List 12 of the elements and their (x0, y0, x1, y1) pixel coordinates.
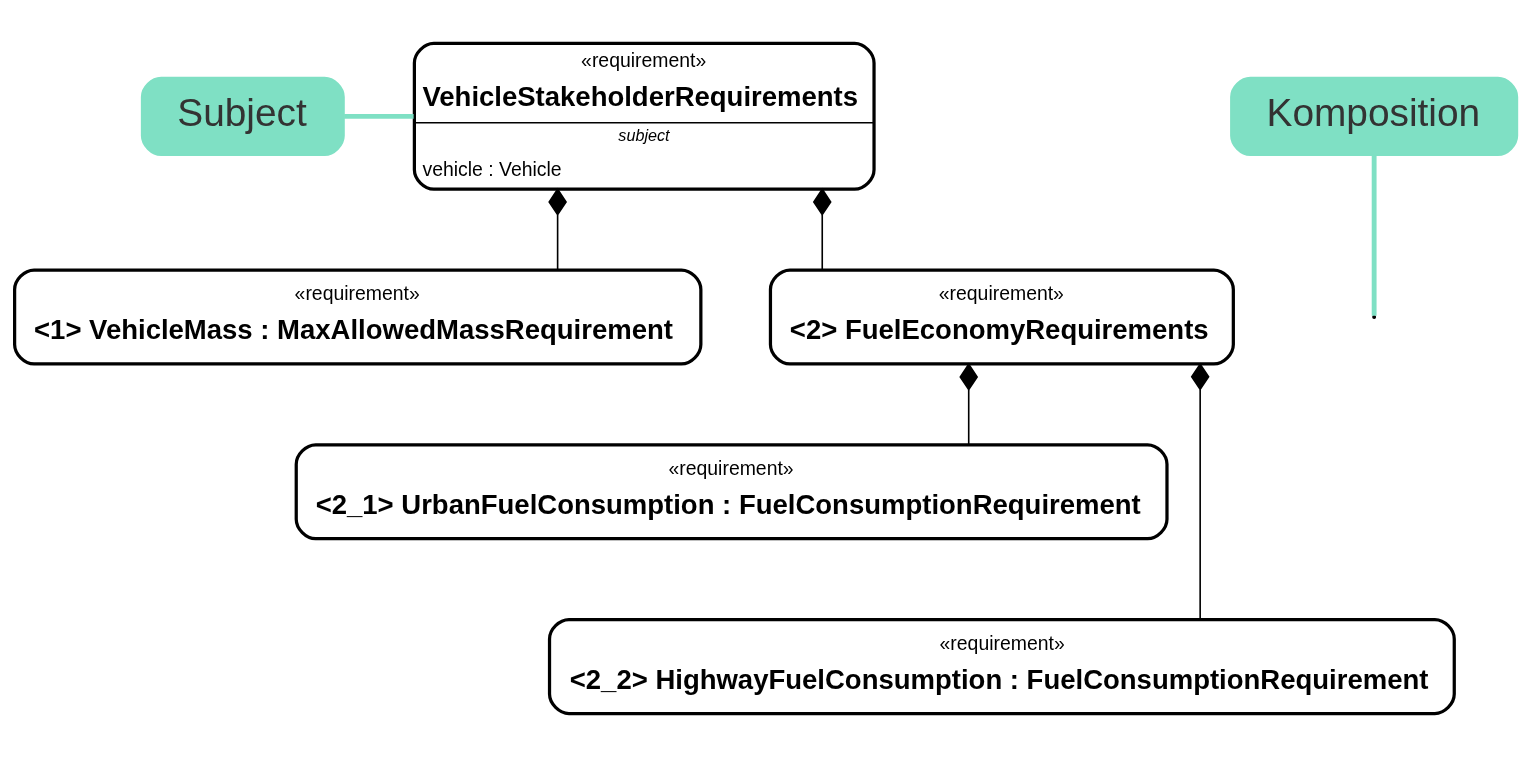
connector (1190, 362, 1210, 621)
node-box: «requirement» <2_2> HighwayFuelConsumption : FuelConsumptionRequirement (547, 618, 1456, 716)
connector (548, 187, 567, 271)
node-box: «requirement» <1> VehicleMass : MaxAllowedMassRequirement (13, 268, 703, 366)
node-box: «requirement» <2> FuelEconomyRequirements (768, 268, 1235, 366)
connector (959, 362, 979, 446)
connector (1371, 155, 1377, 316)
node-box: Komposition (1230, 76, 1519, 156)
connector (812, 187, 832, 271)
node-box: Subject (140, 76, 345, 156)
node-box: «requirement» <2_1> UrbanFuelConsumption : FuelConsumptionRequirement (294, 443, 1169, 541)
connector (344, 113, 414, 119)
